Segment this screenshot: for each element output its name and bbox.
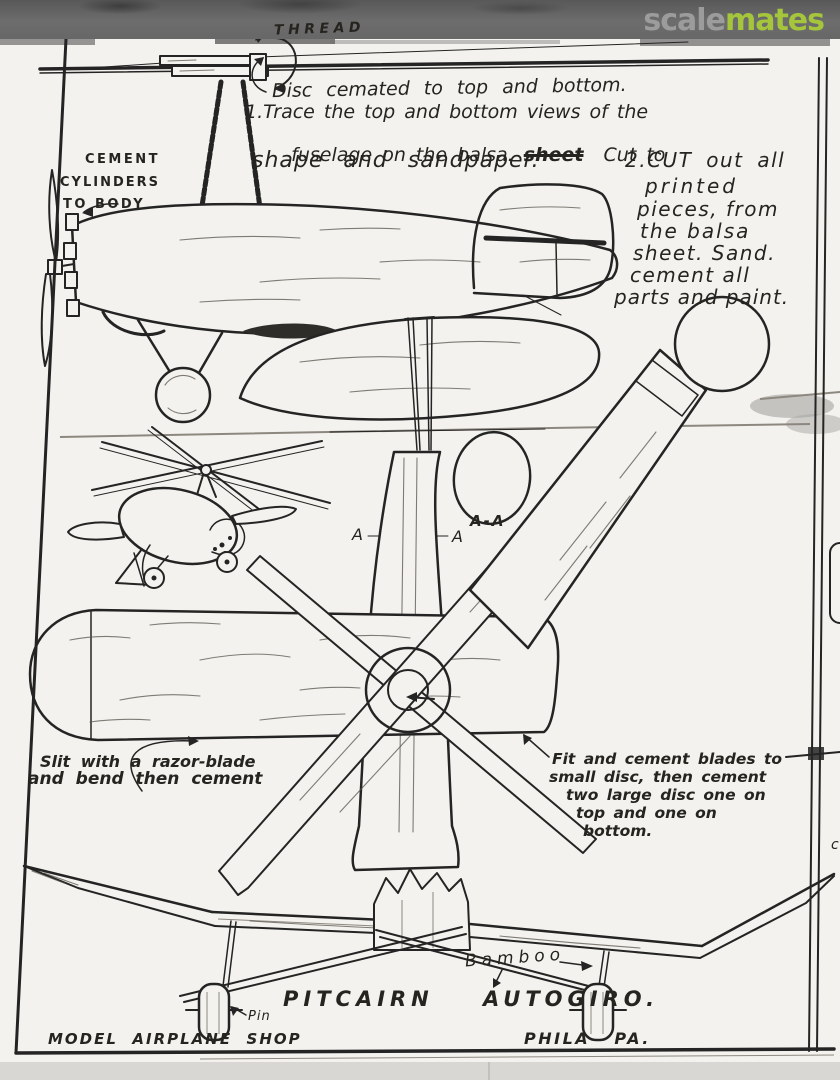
plan-border [14,37,840,1060]
maker-label: MODEL AIRPLANE SHOP [48,1030,302,1048]
step1-struck-word: sheet [523,143,584,166]
logo-scale: scale [643,3,726,38]
fold-crease [488,1062,490,1080]
step1-line3: shape and sandpaper. [252,148,540,173]
cement-cylinders-line1: CEMENT [85,152,160,167]
thread-label: THREAD [273,19,366,39]
step2-line7: parts and paint. [614,285,790,309]
step2-line4: the balsa [640,219,751,243]
fit-note-line4: top and one on [576,804,717,822]
cement-cylinders-line3: TO BODY [63,197,146,212]
slit-note-line1: Slit with a razor-blade [40,752,256,771]
cement-cylinders-line2: CYLINDERS [60,175,160,190]
step2-line6: cement all [630,263,751,287]
fit-note-line1: Fit and cement blades to [552,750,783,768]
section-label-right: A [452,527,463,546]
location-label: PHILA PA. [524,1029,651,1048]
step1-line2: fuselage on the balsa. sheet Cut to [251,126,665,186]
step1-line2a: fuselage on the balsa. [291,143,524,166]
rotor-top-view [28,295,771,896]
fit-note-line2: small disc, then cement [549,768,767,786]
stabilizer-piece [238,315,601,421]
step2-line2: printed [645,174,738,198]
section-label-left: A [352,525,363,544]
edge-text-fragment: c [831,837,839,853]
front-view [22,864,836,1042]
watermark-band: scalemates [0,0,840,39]
section-name-label: A-A [470,512,506,530]
plan-title: PITCAIRN AUTOGIRO. [283,987,660,1011]
step1-line2b: Cut to [583,143,666,166]
logo-mates: mates [724,3,825,38]
step1-line1: 1.Trace the top and bottom views of the [245,101,649,123]
scalemates-logo: scalemates [643,3,825,38]
step2-line1: 2.CUT out all [625,148,786,172]
fit-note-line3: two large disc one on [566,786,766,804]
slit-note-line2: and bend then cement [28,769,263,789]
pin-label: Pin [248,1009,271,1024]
fuselage-side-view [40,169,619,424]
perspective-sketch [67,426,331,589]
step2-line3: pieces, from [637,197,779,221]
step2-line5: sheet. Sand. [633,241,776,265]
scan-bottom-strip [0,1062,840,1080]
fit-note-line5: bottom. [583,822,653,840]
